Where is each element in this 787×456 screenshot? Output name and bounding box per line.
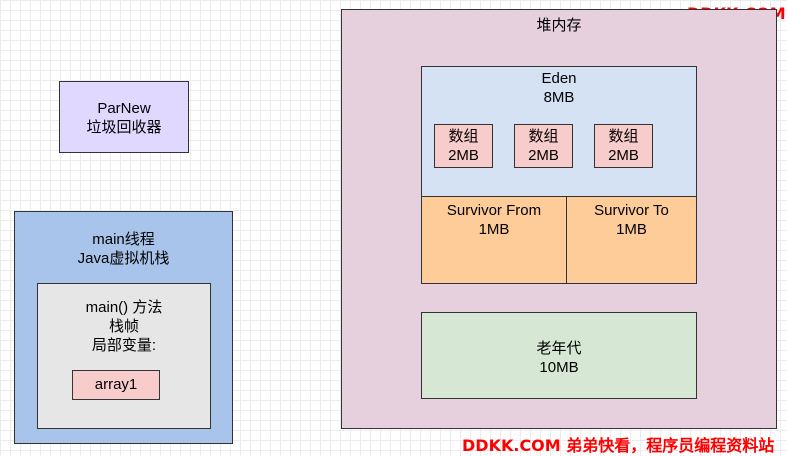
eden-array-3: 数组 2MB [594, 124, 653, 168]
survivor-from-size: 1MB [478, 221, 510, 238]
eden-array-2: 数组 2MB [514, 124, 573, 168]
watermark-bottom: DDKK.COM 弟弟快看，程序员编程资料站 [462, 436, 775, 455]
survivor-from-region: Survivor From 1MB [421, 196, 567, 284]
survivor-from-name: Survivor From [446, 202, 542, 219]
frame-type-label: 栈帧 [108, 318, 139, 335]
frame-method-label: main() 方法 [85, 299, 163, 316]
array-name: 数组 [528, 128, 559, 145]
local-variable-array1: array1 [72, 370, 160, 400]
stack-desc-label: Java虚拟机栈 [77, 250, 170, 267]
old-gen-size: 10MB [539, 359, 579, 376]
stack-thread-label: main线程 [92, 231, 155, 248]
array-name: 数组 [448, 128, 479, 145]
survivor-to-name: Survivor To [594, 202, 669, 219]
eden-array-1: 数组 2MB [434, 124, 493, 168]
array1-label: array1 [94, 376, 138, 393]
parnew-collector-box: ParNew 垃圾回收器 [59, 81, 189, 153]
parnew-name: ParNew [97, 100, 151, 117]
survivor-to-region: Survivor To 1MB [566, 196, 697, 284]
parnew-desc: 垃圾回收器 [86, 119, 162, 136]
heap-title: 堆内存 [536, 17, 582, 34]
array-size: 2MB [528, 147, 559, 164]
survivor-to-size: 1MB [616, 221, 647, 238]
frame-locals-label: 局部变量: [91, 337, 157, 354]
old-generation-region: 老年代 10MB [421, 312, 697, 399]
array-name: 数组 [608, 128, 639, 145]
eden-name: Eden [541, 70, 577, 87]
array-size: 2MB [608, 147, 639, 164]
eden-size: 8MB [543, 89, 575, 106]
array-size: 2MB [448, 147, 479, 164]
old-gen-name: 老年代 [536, 340, 582, 357]
main-stack-frame: main() 方法 栈帧 局部变量: [37, 283, 211, 429]
